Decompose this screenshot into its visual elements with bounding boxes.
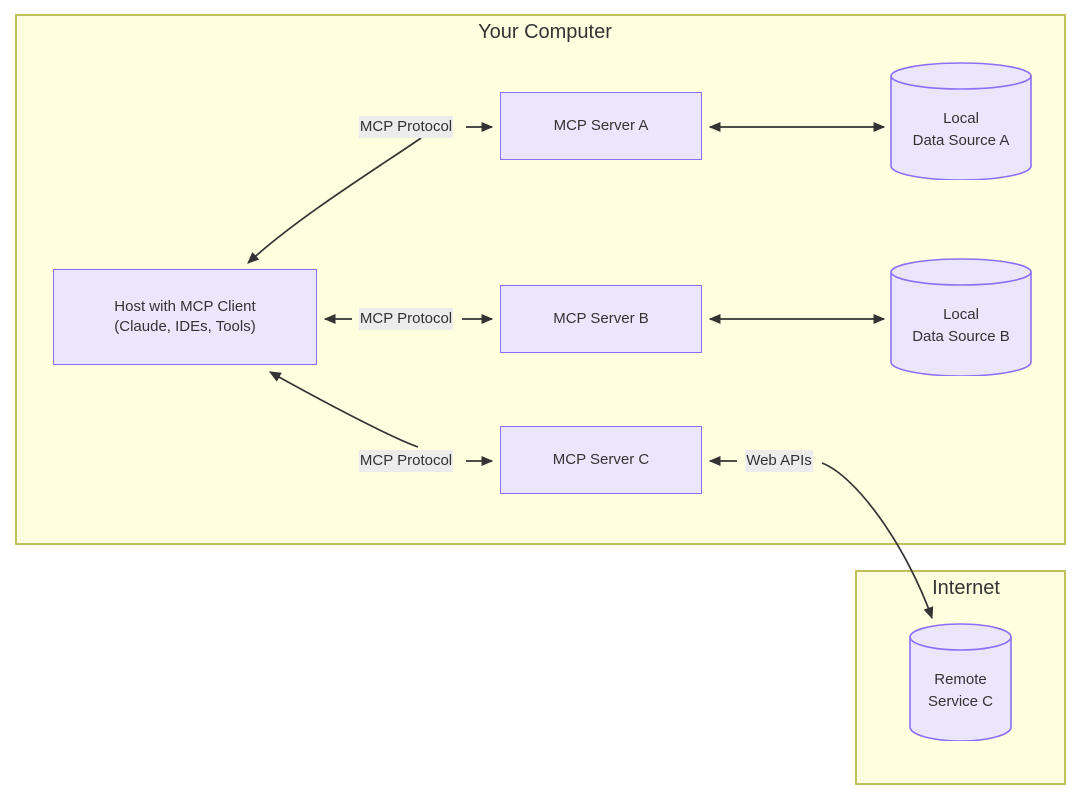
- host-label-line2: (Claude, IDEs, Tools): [114, 318, 256, 335]
- edge-label-host-server-b: MCP Protocol: [358, 308, 454, 330]
- node-mcp-server-c[interactable]: MCP Server C: [500, 426, 702, 494]
- cylinder-shape-b: [890, 258, 1032, 377]
- node-remote-service-c: Remote Service C: [909, 623, 1012, 742]
- cylinder-shape-a: [890, 62, 1032, 181]
- node-mcp-server-a[interactable]: MCP Server A: [500, 92, 702, 160]
- cylinder-shape-remote-c: [909, 623, 1012, 742]
- edge-host-server-a: [247, 121, 494, 264]
- node-data-source-a: Local Data Source A: [890, 62, 1032, 181]
- node-host-with-mcp-client[interactable]: Host with MCP Client (Claude, IDEs, Tool…: [53, 269, 317, 365]
- node-data-source-b: Local Data Source B: [890, 258, 1032, 377]
- group-your-computer-title: Your Computer: [478, 21, 612, 43]
- group-internet-title: Internet: [932, 577, 1000, 599]
- group-internet: [855, 570, 1066, 785]
- host-label-line1: Host with MCP Client: [114, 297, 256, 315]
- edge-server-c-remote-service-c: [708, 455, 934, 620]
- edge-host-server-c: [268, 371, 494, 467]
- edge-label-server-c-web-apis: Web APIs: [745, 450, 813, 472]
- edge-label-host-server-c: MCP Protocol: [358, 450, 454, 472]
- edge-label-host-server-a: MCP Protocol: [358, 116, 454, 138]
- node-mcp-server-b[interactable]: MCP Server B: [500, 285, 702, 353]
